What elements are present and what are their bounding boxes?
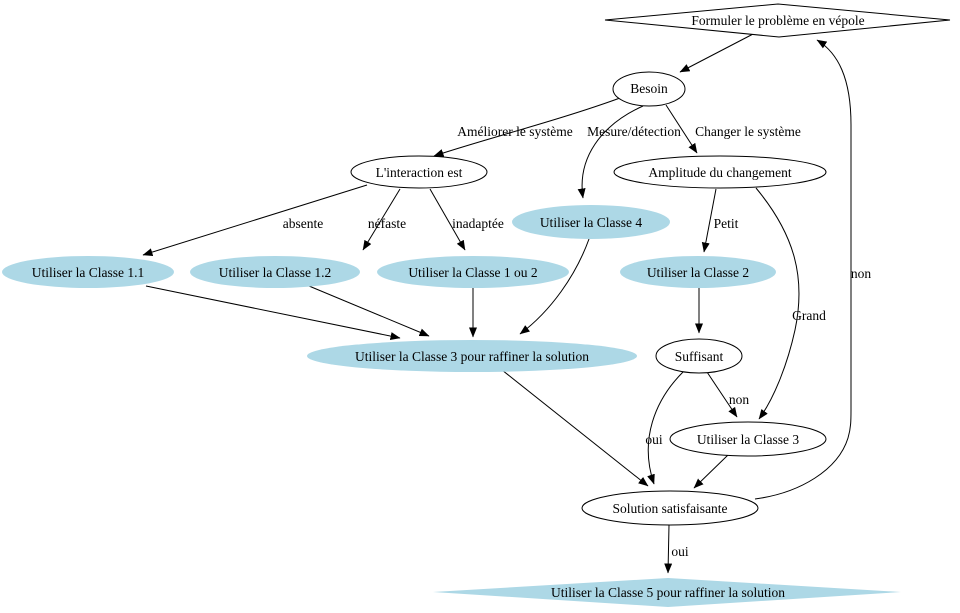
node-label: Utiliser la Classe 1 ou 2 [408,265,537,280]
ellipse-shape [377,256,569,288]
node-interaction-est: L'interaction est [350,155,488,189]
edge-classe3-solution [693,454,729,489]
edge-label: Grand [792,308,826,323]
ellipse-shape [2,256,174,288]
node-classe-1-2: Utiliser la Classe 1.2 [190,256,360,288]
node-classe-1-ou-2: Utiliser la Classe 1 ou 2 [377,256,569,288]
edge-group [142,32,852,574]
edge-classe11-classe3raff [145,285,401,341]
edge-label: non [729,392,750,407]
node-classe-3: Utiliser la Classe 3 [669,421,827,457]
ellipse-shape [307,340,637,372]
edge-formuler-besoin [679,32,756,73]
edge-label: Mesure/détection [587,124,681,139]
edge-besoin-amplitude [665,104,698,154]
node-solution-satisfaisante: Solution satisfaisante [581,490,759,526]
node-label: Besoin [630,81,668,96]
edge-label: oui [645,432,663,447]
node-besoin: Besoin [612,71,686,107]
ellipse-shape [612,71,686,107]
ellipse-shape [655,338,743,374]
diamond-shape [604,3,951,38]
edge-label: Changer le système [695,124,801,139]
edge-interaction-classe1ou2 [429,188,466,251]
edge-besoin-classe4 [577,105,644,199]
diamond-shape [433,578,901,607]
edge-label-group: Améliorer le système Mesure/détection Ch… [283,124,872,559]
node-amplitude-changement: Amplitude du changement [613,155,827,189]
edge-amplitude-classe2 [701,188,717,253]
edge-label: Petit [714,216,739,231]
node-classe-1-1: Utiliser la Classe 1.1 [2,256,174,288]
node-label: Formuler le problème en vépole [691,13,864,28]
edge-interaction-classe11 [142,184,368,256]
ellipse-shape [350,155,488,189]
ellipse-shape [613,155,827,189]
edge-suffisant-classe3 [706,371,738,418]
node-formuler-probleme: Formuler le problème en vépole [604,3,951,38]
edge-label: oui [671,544,689,559]
edge-label: non [851,266,872,281]
node-label: Utiliser la Classe 2 [647,265,749,280]
node-classe-3-raffiner: Utiliser la Classe 3 pour raffiner la so… [307,340,637,372]
ellipse-shape [190,256,360,288]
node-label: Utiliser la Classe 1.1 [32,265,144,280]
node-label: Amplitude du changement [648,165,791,180]
node-classe-2: Utiliser la Classe 2 [620,256,776,288]
node-group: Formuler le problème en vépole Besoin L'… [2,3,951,607]
edge-label: absente [283,216,323,231]
ellipse-shape [669,421,827,457]
edge-solution-formuler [754,39,852,500]
node-label: Utiliser la Classe 3 pour raffiner la so… [355,349,589,364]
node-label: L'interaction est [376,165,463,180]
edge-label: Améliorer le système [457,124,572,139]
edge-besoin-interaction [433,97,621,157]
node-label: Utiliser la Classe 5 pour raffiner la so… [551,585,785,600]
edge-label: inadaptée [452,216,504,231]
edge-classe4-classe3raff [519,238,590,335]
edge-amplitude-classe3 [755,187,800,420]
node-label: Suffisant [675,349,724,364]
ellipse-shape [581,490,759,526]
edge-solution-classe5 [664,524,673,574]
node-label: Solution satisfaisante [612,501,727,516]
ellipse-shape [512,205,670,239]
edge-suffisant-solution [647,371,684,485]
edge-classe3raff-solution [501,369,649,487]
node-label: Utiliser la Classe 1.2 [219,265,331,280]
node-suffisant: Suffisant [655,338,743,374]
edge-label: néfaste [368,216,406,231]
node-label: Utiliser la Classe 3 [697,432,800,447]
ellipse-shape [620,256,776,288]
node-classe-4: Utiliser la Classe 4 [512,205,670,239]
node-classe-5-raffiner: Utiliser la Classe 5 pour raffiner la so… [433,578,901,607]
edge-interaction-classe12 [362,188,401,251]
node-label: Utiliser la Classe 4 [540,215,643,230]
edge-classe12-classe3raff [308,285,430,337]
